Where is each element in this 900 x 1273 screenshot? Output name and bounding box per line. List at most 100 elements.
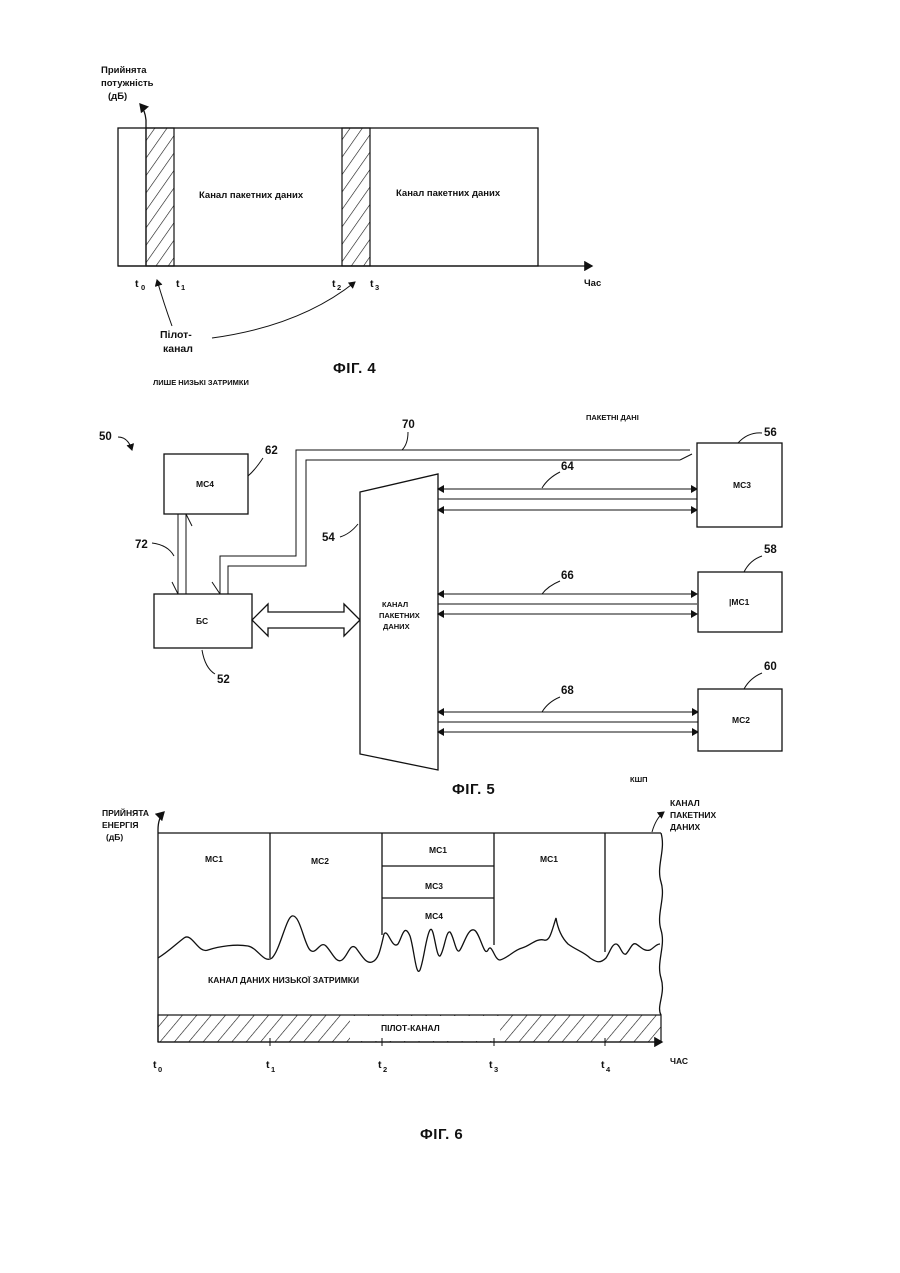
svg-text:t: t [378,1059,382,1071]
fig4-pilot-arrow-2 [212,282,355,338]
fig5-ref-60-leader [744,673,762,689]
fig5-ref-54: 54 [322,532,335,544]
fig5-route-70-arrowhead [212,582,220,594]
figure-4: Прийнята потужність (дБ) Канал пакетних … [101,65,601,377]
fig5-ref-64: 64 [561,461,574,473]
fig6-slot3c-label: МС4 [425,911,443,921]
fig5-link-64 [438,489,697,510]
fig5-link-72-arrowhead-a [172,582,178,594]
svg-text:1: 1 [271,1065,275,1074]
fig4-pilot-label-line1: Пілот- [160,329,192,341]
fig5-top-right-note: ПАКЕТНІ ДАНІ [586,413,639,422]
fig5-ref-64-leader [542,472,560,488]
fig5-ms2-label: МС2 [732,715,750,725]
fig5-ref-52-leader [202,650,215,674]
fig5-ref-56: 56 [764,427,777,439]
fig6-ylabel-line1: ПРИЙНЯТА [102,807,149,818]
fig6-slot3a-label: МС1 [429,845,447,855]
svg-text:t: t [332,278,336,290]
svg-text:4: 4 [606,1065,611,1074]
fig5-ref-70: 70 [402,419,415,431]
fig6-slot1-label: МС1 [205,854,223,864]
fig6-tick-t4: t 4 [601,1059,611,1074]
svg-text:2: 2 [337,283,341,292]
fig6-latency-boundary [158,916,660,971]
fig5-ms1-label: |МС1 [729,597,750,607]
fig6-slot3b-label: МС3 [425,881,443,891]
fig5-link-68 [438,712,698,732]
fig6-xlabel: ЧАС [670,1056,688,1066]
svg-text:2: 2 [383,1065,387,1074]
fig6-right-label-arrow [652,812,664,832]
fig6-pilot-label: ПІЛОТ-КАНАЛ [381,1023,440,1033]
fig5-link-66 [438,594,697,614]
fig5-ref-62: 62 [265,445,278,457]
fig4-ylabel-line1: Прийнята [101,65,147,76]
fig5-ref-56-leader [738,433,762,443]
fig4-ylabel-line3: (дБ) [108,91,127,102]
fig6-tick-t1: t 1 [266,1059,275,1074]
fig5-ref-50-arrow [118,437,132,450]
fig6-right-label-line3: ДАНИХ [670,822,700,832]
fig5-ref-72-leader [152,543,174,556]
fig6-ylabel-line3: (дБ) [106,832,123,842]
fig5-ref-70-leader [402,432,408,450]
fig6-low-latency-label: КАНАЛ ДАНИХ НИЗЬКОЇ ЗАТРИМКИ [208,975,359,985]
fig5-bs-label: БС [196,616,208,626]
fig5-ms4-label: МС4 [196,479,214,489]
fig6-slot4-label: МС1 [540,854,558,864]
fig6-y-axis [158,812,164,1042]
fig5-ref-66-leader [542,581,560,594]
fig4-xlabel: Час [584,278,601,289]
fig5-channel-label-line3: ДАНИХ [383,622,410,631]
fig6-tick-t0: t 0 [153,1059,162,1074]
fig6-right-label-line1: КАНАЛ [670,798,700,808]
fig6-slot2-label: МС2 [311,856,329,866]
fig5-ref-60: 60 [764,661,777,673]
fig5-ref-58: 58 [764,544,777,556]
svg-text:t: t [266,1059,270,1071]
svg-text:t: t [370,278,374,290]
svg-text:1: 1 [181,283,185,292]
figure-5: ЛИШЕ НИЗЬКІ ЗАТРИМКИ ПАКЕТНІ ДАНІ 50 МС4… [99,378,782,798]
fig5-ref-50: 50 [99,431,112,443]
fig6-caption: ФІГ. 6 [420,1126,463,1143]
fig5-top-left-note: ЛИШЕ НИЗЬКІ ЗАТРИМКИ [153,378,249,387]
fig5-channel-label-line1: КАНАЛ [382,600,408,609]
figure-6: ПРИЙНЯТА ЕНЕРГІЯ (дБ) КАНАЛ ПАКЕТНИХ ДАН… [102,798,717,1143]
fig5-ref-66: 66 [561,570,574,582]
fig4-tick-t1: t 1 [176,278,185,292]
fig5-bottom-note: КШП [630,775,648,784]
fig4-caption: ФІГ. 4 [333,360,376,377]
fig6-right-label-line2: ПАКЕТНИХ [670,810,717,820]
fig6-tick-t2: t 2 [378,1059,387,1074]
fig5-caption: ФІГ. 5 [452,781,495,798]
fig6-right-cut [660,833,663,1015]
svg-text:t: t [153,1059,157,1071]
fig5-ref-68-leader [542,697,560,712]
fig4-tick-t3: t 3 [370,278,379,292]
svg-text:t: t [489,1059,493,1071]
fig5-ref-62-leader [248,458,263,476]
fig6-ylabel-line2: ЕНЕРГІЯ [102,820,138,830]
fig5-channel-label-line2: ПАКЕТНИХ [379,611,420,620]
fig4-block2-label: Канал пакетних даних [396,188,501,199]
fig5-ref-72: 72 [135,539,148,551]
fig5-ref-68: 68 [561,685,574,697]
fig4-pilot-burst-1 [146,128,174,266]
svg-text:t: t [135,278,139,290]
fig5-link-72-arrowhead-b [186,514,192,526]
svg-text:t: t [601,1059,605,1071]
fig5-route-70-outer [220,450,690,594]
svg-text:3: 3 [494,1065,498,1074]
svg-text:3: 3 [375,283,379,292]
fig5-ref-52: 52 [217,674,230,686]
fig5-ms3-label: МС3 [733,480,751,490]
fig4-block1-label: Канал пакетних даних [199,190,304,201]
fig5-ref-54-leader [340,524,358,537]
fig4-pilot-arrow-1 [157,280,172,326]
fig5-ref-58-leader [744,556,762,572]
fig5-route-70-end [680,454,692,460]
fig5-bs-channel-arrow [252,604,360,636]
